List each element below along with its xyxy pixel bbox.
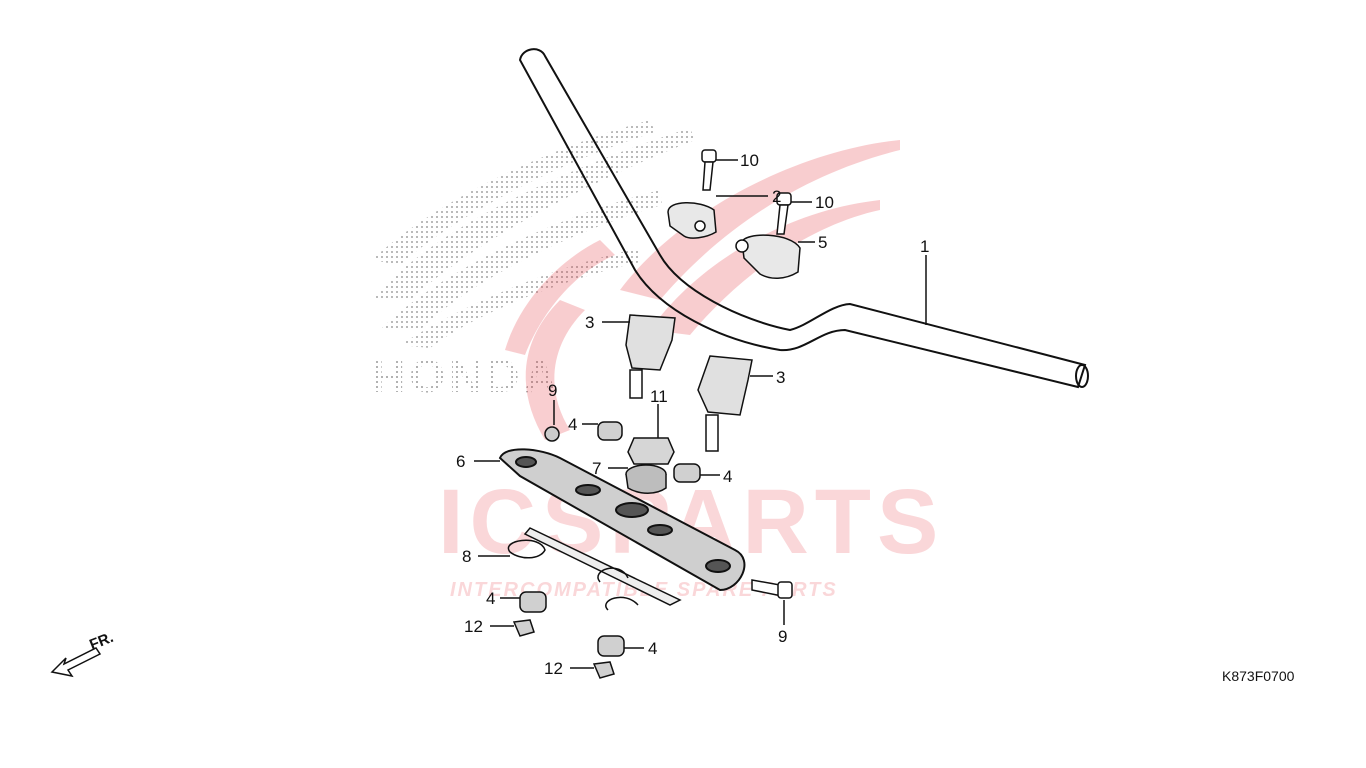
red-wing-watermark [505,140,900,440]
handlebar [518,48,1089,389]
callout-2: 2 [772,187,781,206]
callout-9b: 9 [778,627,787,646]
callout-4c: 4 [486,589,495,608]
nut-12a [512,619,535,637]
bolt-10a [701,149,717,191]
rubber-4b [673,463,701,483]
bolt-10b [776,192,792,235]
bolt-9 [751,579,793,599]
callout-9a: 9 [548,381,557,400]
callout-3a: 3 [585,313,594,332]
collar-7 [625,464,667,494]
callout-8: 8 [462,547,471,566]
callout-1: 1 [920,237,929,256]
callout-4a: 4 [568,415,577,434]
honda-wing-watermark [372,120,695,348]
upper-holder-5 [735,234,801,279]
top-bridge-6 [498,448,746,592]
lower-holder-3a [625,314,676,399]
lower-holder-3b [697,355,753,452]
callout-11: 11 [650,387,668,406]
callout-7: 7 [592,459,601,478]
callout-12b: 12 [544,659,563,678]
nut-11 [627,437,675,465]
honda-text-watermark: HONDA [372,350,561,402]
rubber-4d [597,635,625,657]
callout-10a: 10 [740,151,759,170]
callout-4d: 4 [648,639,657,658]
leader-lines [474,159,927,669]
callout-3b: 3 [776,368,785,387]
front-direction-label: FR. [87,629,116,654]
upper-holder-2 [667,202,717,239]
nut-12b [592,661,615,679]
callout-4b: 4 [723,467,732,486]
callout-5: 5 [818,233,827,252]
callout-12a: 12 [464,617,483,636]
clip-bracket-8 [507,527,682,611]
rubber-4a [597,421,623,441]
washer-9 [544,426,560,442]
rubber-4c [519,591,547,613]
front-direction-arrow-icon: FR. [50,629,116,678]
diagram-code: K873F0700 [1222,668,1295,684]
callout-6: 6 [456,452,465,471]
callout-10b: 10 [815,193,834,212]
